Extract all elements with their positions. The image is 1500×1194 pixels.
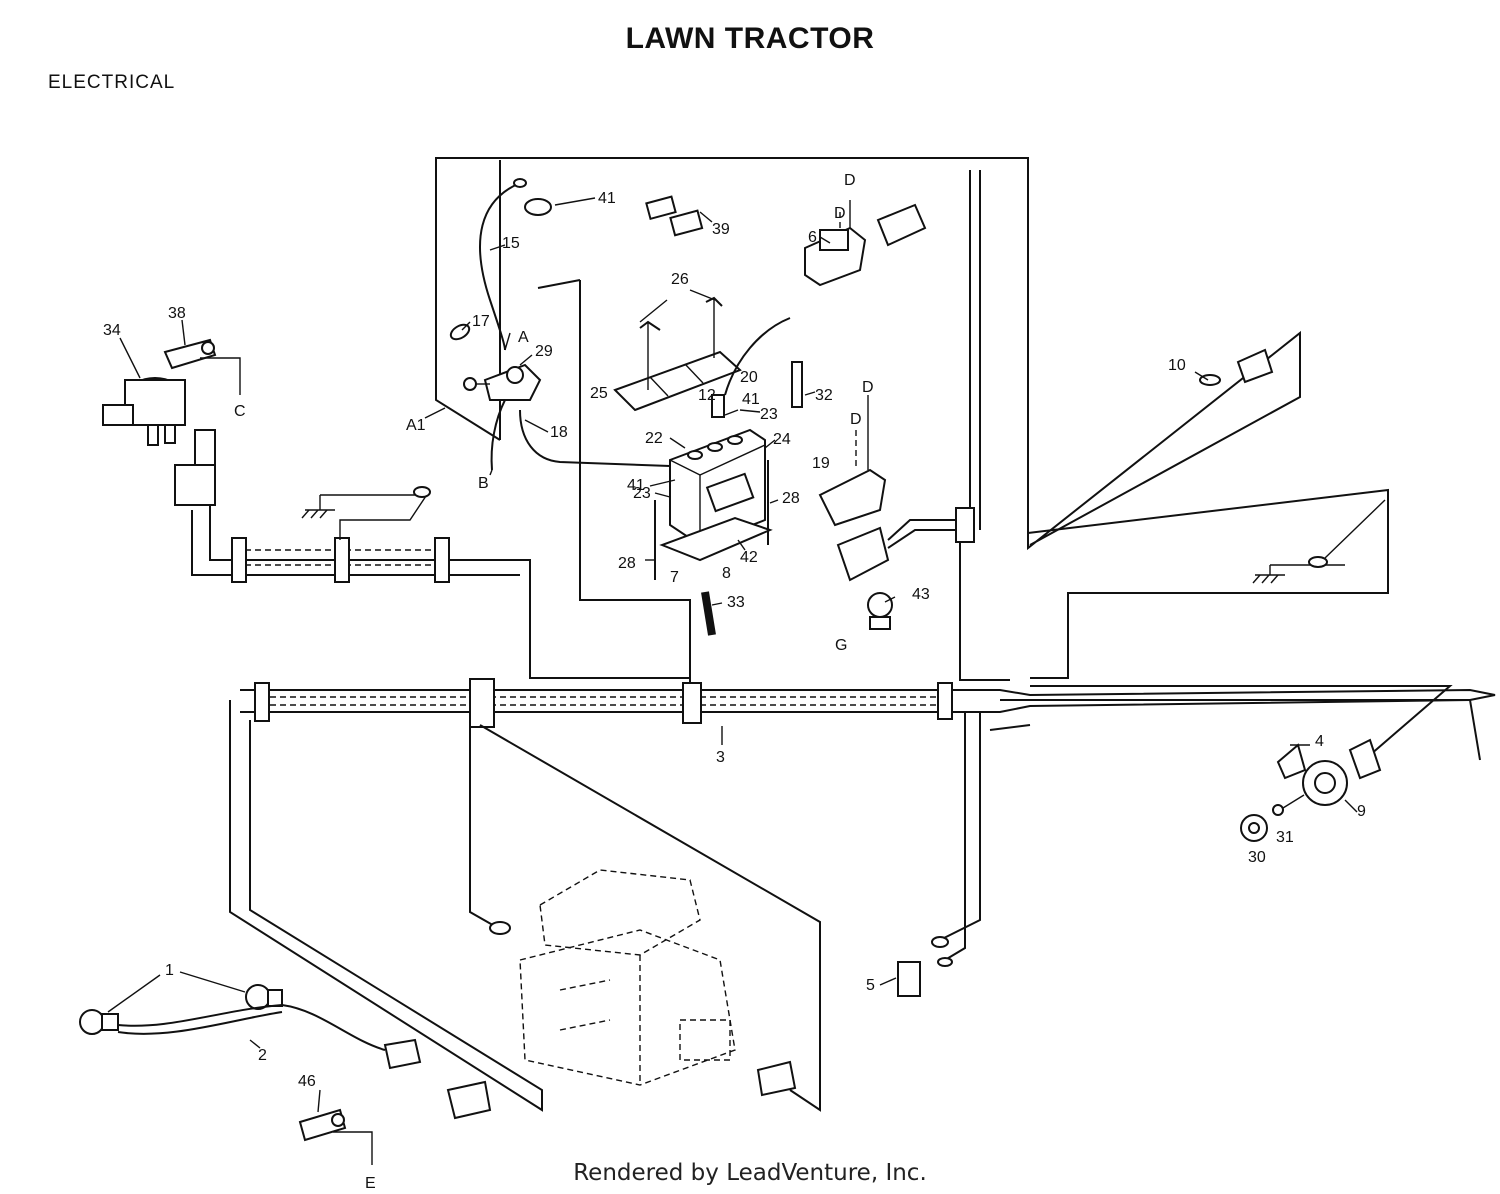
main-harness	[229, 678, 1496, 1112]
callout-19: 19	[812, 455, 830, 472]
callout-23-top: 23	[760, 406, 778, 423]
callout-41-top: 41	[598, 190, 616, 207]
callout-34: 34	[103, 322, 121, 339]
part-32	[791, 361, 803, 408]
cable-20	[724, 317, 791, 396]
callout-6: 6	[808, 229, 817, 246]
callout-17: 17	[472, 313, 490, 330]
callout-3: 3	[716, 749, 725, 766]
letter-D-2: D	[834, 205, 846, 222]
switch-6	[804, 200, 867, 287]
letter-C: C	[234, 403, 246, 420]
headlight-bulbs	[79, 984, 422, 1070]
page-title: LAWN TRACTOR	[625, 22, 875, 55]
callout-41-mid: 41	[742, 391, 760, 408]
callout-46: 46	[298, 1073, 316, 1090]
letter-D-3: D	[862, 379, 874, 396]
connector-plug	[836, 507, 975, 582]
switch-19	[818, 395, 887, 527]
section-title: ELECTRICAL	[48, 72, 176, 93]
fuses-39	[645, 195, 704, 237]
letter-D-1: D	[844, 172, 856, 189]
coil-harness	[191, 486, 690, 679]
connector-top	[876, 203, 927, 247]
callout-9: 9	[1357, 803, 1366, 820]
callout-5: 5	[866, 977, 875, 994]
callout-20: 20	[740, 369, 758, 386]
callout-2: 2	[258, 1047, 267, 1064]
callout-39: 39	[712, 221, 730, 238]
callout-22: 22	[645, 430, 663, 447]
switch-5	[897, 961, 921, 997]
letter-A: A	[518, 329, 529, 346]
callout-33: 33	[727, 594, 745, 611]
letter-E: E	[365, 1175, 376, 1192]
terminal-b	[937, 957, 953, 967]
bulb-17	[449, 323, 471, 341]
callout-31: 31	[1276, 829, 1294, 846]
callout-7: 7	[670, 569, 679, 586]
plug-right	[756, 1060, 797, 1097]
callout-24: 24	[773, 431, 791, 448]
letter-D-4: D	[850, 411, 862, 428]
terminal-a	[931, 936, 949, 948]
solenoid-29	[463, 363, 671, 471]
callout-1: 1	[165, 962, 174, 979]
clip-38	[163, 338, 241, 395]
callout-23-low: 23	[633, 485, 651, 502]
callout-32: 32	[815, 387, 833, 404]
footer-credit: Rendered by LeadVenture, Inc.	[573, 1160, 927, 1186]
ignition-coil	[102, 377, 216, 506]
clamp-43	[867, 592, 893, 630]
callout-41-low: 41	[627, 477, 645, 494]
letter-A1: A1	[406, 417, 426, 434]
callout-28-right: 28	[782, 490, 800, 507]
callout-29: 29	[535, 343, 553, 360]
callout-15: 15	[502, 235, 520, 252]
battery-hold-down-25	[613, 296, 742, 412]
callout-28-left: 28	[618, 555, 636, 572]
callout-26: 26	[671, 271, 689, 288]
ground-right	[1252, 499, 1386, 584]
cable-15	[479, 178, 527, 351]
engine-outline	[489, 869, 736, 1086]
ignition-switch-9	[1240, 738, 1382, 842]
battery-tray-7	[659, 516, 773, 562]
callout-42: 42	[740, 549, 758, 566]
callout-8: 8	[722, 565, 731, 582]
letter-G: G	[835, 637, 847, 654]
callout-38: 38	[168, 305, 186, 322]
callout-4: 4	[1315, 733, 1324, 750]
leader-lines	[107, 197, 1358, 1113]
callout-30: 30	[1248, 849, 1266, 866]
plug-left	[446, 1080, 492, 1120]
callout-12: 12	[698, 387, 716, 404]
battery-24	[669, 394, 766, 547]
callout-43: 43	[912, 586, 930, 603]
grommet-41	[524, 198, 552, 216]
letter-B: B	[478, 475, 489, 492]
clip-46	[298, 1108, 373, 1165]
tube-33	[701, 591, 716, 636]
harness-frame	[435, 157, 1389, 690]
callout-10: 10	[1168, 357, 1186, 374]
callout-25: 25	[590, 385, 608, 402]
callout-18: 18	[550, 424, 568, 441]
connector-10	[1236, 348, 1274, 384]
